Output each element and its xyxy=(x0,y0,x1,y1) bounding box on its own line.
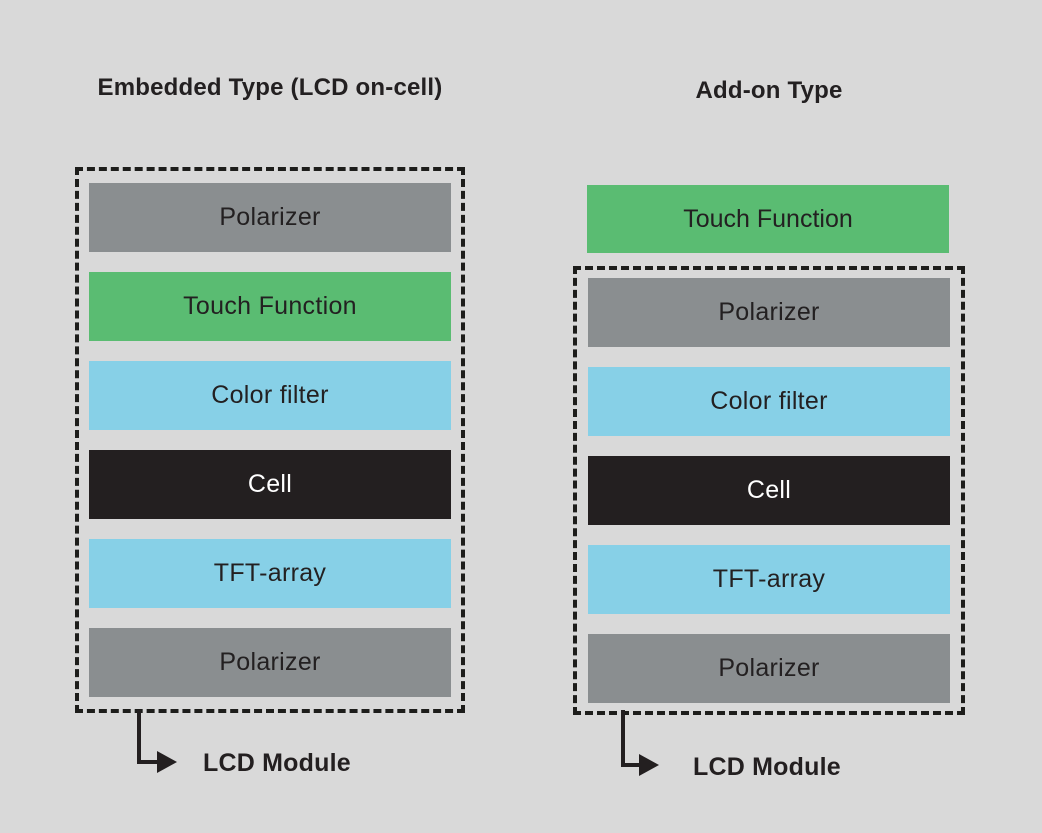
addon-lcd-module-label: LCD Module xyxy=(693,753,841,781)
embedded-layer-color-filter: Color filter xyxy=(89,361,451,430)
embedded-lcd-module-arrow-icon xyxy=(137,710,177,773)
add-on-type-title: Add-on Type xyxy=(695,77,843,104)
embedded-layer-cell: Cell xyxy=(89,450,451,519)
addon-lcd-module-box: Polarizer Color filter Cell TFT-array Po… xyxy=(573,266,965,715)
embedded-layer-tft-array: TFT-array xyxy=(89,539,451,608)
embedded-layer-touch-function: Touch Function xyxy=(89,272,451,341)
addon-layer-color-filter: Color filter xyxy=(588,367,950,436)
addon-layer-polarizer-bottom: Polarizer xyxy=(588,634,950,703)
embedded-lcd-module-box: Polarizer Touch Function Color filter Ce… xyxy=(75,167,465,713)
addon-layer-touch-function: Touch Function xyxy=(587,185,949,253)
embedded-type-title: Embedded Type (LCD on-cell) xyxy=(97,74,443,101)
addon-layer-tft-array: TFT-array xyxy=(588,545,950,614)
embedded-layer-polarizer-top: Polarizer xyxy=(89,183,451,252)
embedded-lcd-module-label: LCD Module xyxy=(203,749,351,777)
addon-layer-cell: Cell xyxy=(588,456,950,525)
embedded-layer-polarizer-bottom: Polarizer xyxy=(89,628,451,697)
addon-lcd-module-arrow-icon xyxy=(621,710,659,776)
addon-layer-polarizer-top: Polarizer xyxy=(588,278,950,347)
